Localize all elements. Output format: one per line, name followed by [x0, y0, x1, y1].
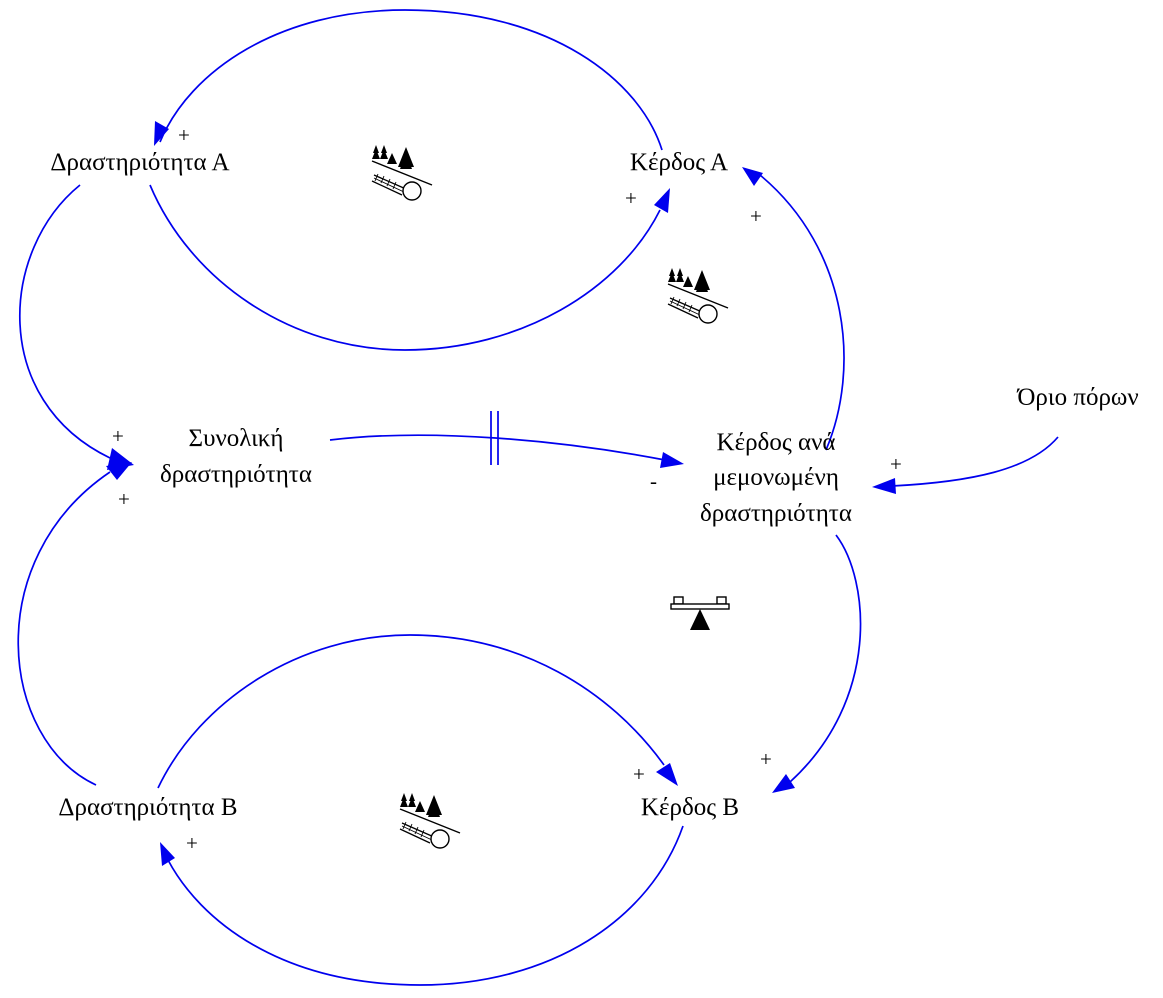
arrowhead: [772, 774, 795, 793]
link-activity-a-to-profit-a[interactable]: [149, 184, 661, 351]
snowball-reinforcing-icon: [399, 792, 461, 849]
link-activity-b-to-total-activity[interactable]: [17, 471, 111, 786]
link-resource-limit-to-profit-per-activity[interactable]: [891, 436, 1059, 487]
link-activity-a-to-total-activity[interactable]: [19, 184, 111, 459]
polarity-sign: +: [625, 186, 637, 210]
polarity-sign: +: [178, 123, 190, 147]
polarity-sign: +: [118, 487, 130, 511]
arrowhead: [154, 121, 169, 146]
polarity-sign: +: [750, 204, 762, 228]
arrowhead: [106, 462, 132, 480]
link-profit-per-activity-to-profit-b[interactable]: [789, 534, 862, 783]
loop-icons: [371, 144, 730, 849]
polarity-sign: +: [890, 452, 902, 476]
node-total-activity[interactable]: Συνολική: [189, 425, 284, 452]
link-profit-a-to-activity-a[interactable]: [159, 9, 663, 151]
polarity-signs: + + + + + - + + + +: [112, 123, 902, 855]
snowball-reinforcing-icon: [371, 144, 433, 201]
arrowhead: [742, 167, 763, 186]
polarity-sign: +: [760, 747, 772, 771]
snowball-reinforcing-icon: [667, 267, 729, 324]
node-activity-b[interactable]: Δραστηριότητα Β: [58, 794, 237, 821]
link-total-activity-to-profit-per-activity[interactable]: [329, 434, 666, 461]
arrowhead: [872, 478, 896, 494]
polarity-sign: -: [650, 469, 657, 493]
node-profit-b[interactable]: Κέρδος Β: [641, 794, 739, 821]
arrowhead: [654, 188, 670, 213]
polarity-sign: +: [633, 762, 645, 786]
balance-scale-icon: [670, 596, 730, 630]
link-profit-per-activity-to-profit-a[interactable]: [759, 174, 845, 451]
node-activity-a[interactable]: Δραστηριότητα Α: [50, 149, 229, 176]
polarity-sign: +: [112, 424, 124, 448]
link-activity-b-to-profit-b[interactable]: [157, 634, 665, 789]
arrowhead: [656, 763, 678, 786]
polarity-sign: +: [186, 831, 198, 855]
arrowhead: [660, 452, 684, 468]
node-profit-per-activity[interactable]: μεμονωμένη: [713, 464, 839, 491]
nodes: Δραστηριότητα Α Κέρδος Α Συνολική δραστη…: [50, 149, 1138, 821]
node-profit-a[interactable]: Κέρδος Α: [630, 149, 728, 176]
node-resource-limit[interactable]: Όριο πόρων: [1016, 384, 1138, 411]
links: [17, 9, 1059, 986]
link-profit-b-to-activity-b[interactable]: [167, 825, 684, 986]
node-profit-per-activity[interactable]: δραστηριότητα: [700, 500, 852, 527]
node-profit-per-activity[interactable]: Κέρδος ανά: [717, 429, 836, 456]
arrowhead: [160, 842, 175, 866]
node-total-activity[interactable]: δραστηριότητα: [160, 461, 312, 488]
